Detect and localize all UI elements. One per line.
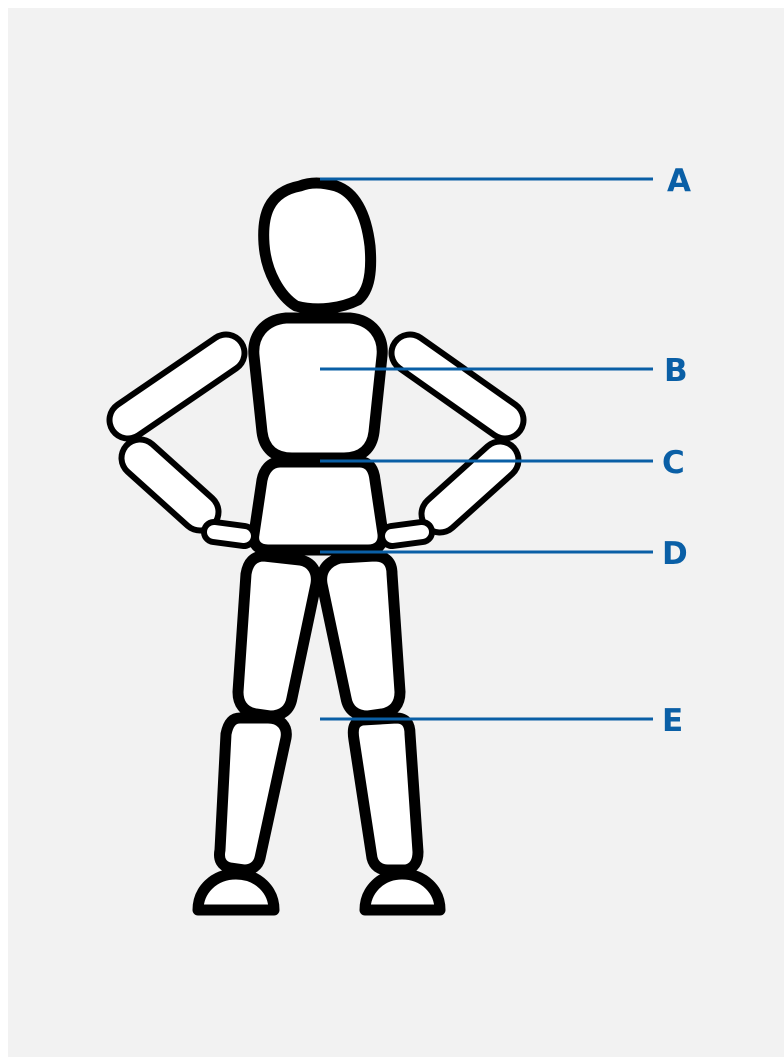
head [264, 183, 371, 309]
left-foot [198, 874, 274, 910]
right-hand [392, 532, 422, 536]
left-hand [214, 532, 244, 536]
callout-label-d: D [662, 536, 688, 572]
pelvis [254, 462, 383, 550]
callout-label-a: A [667, 163, 691, 199]
callout-label-b: B [664, 353, 688, 389]
callout-label-c: C [662, 445, 685, 481]
right-foot [365, 874, 440, 910]
upper-torso [254, 318, 382, 458]
callout-label-e: E [662, 703, 683, 739]
